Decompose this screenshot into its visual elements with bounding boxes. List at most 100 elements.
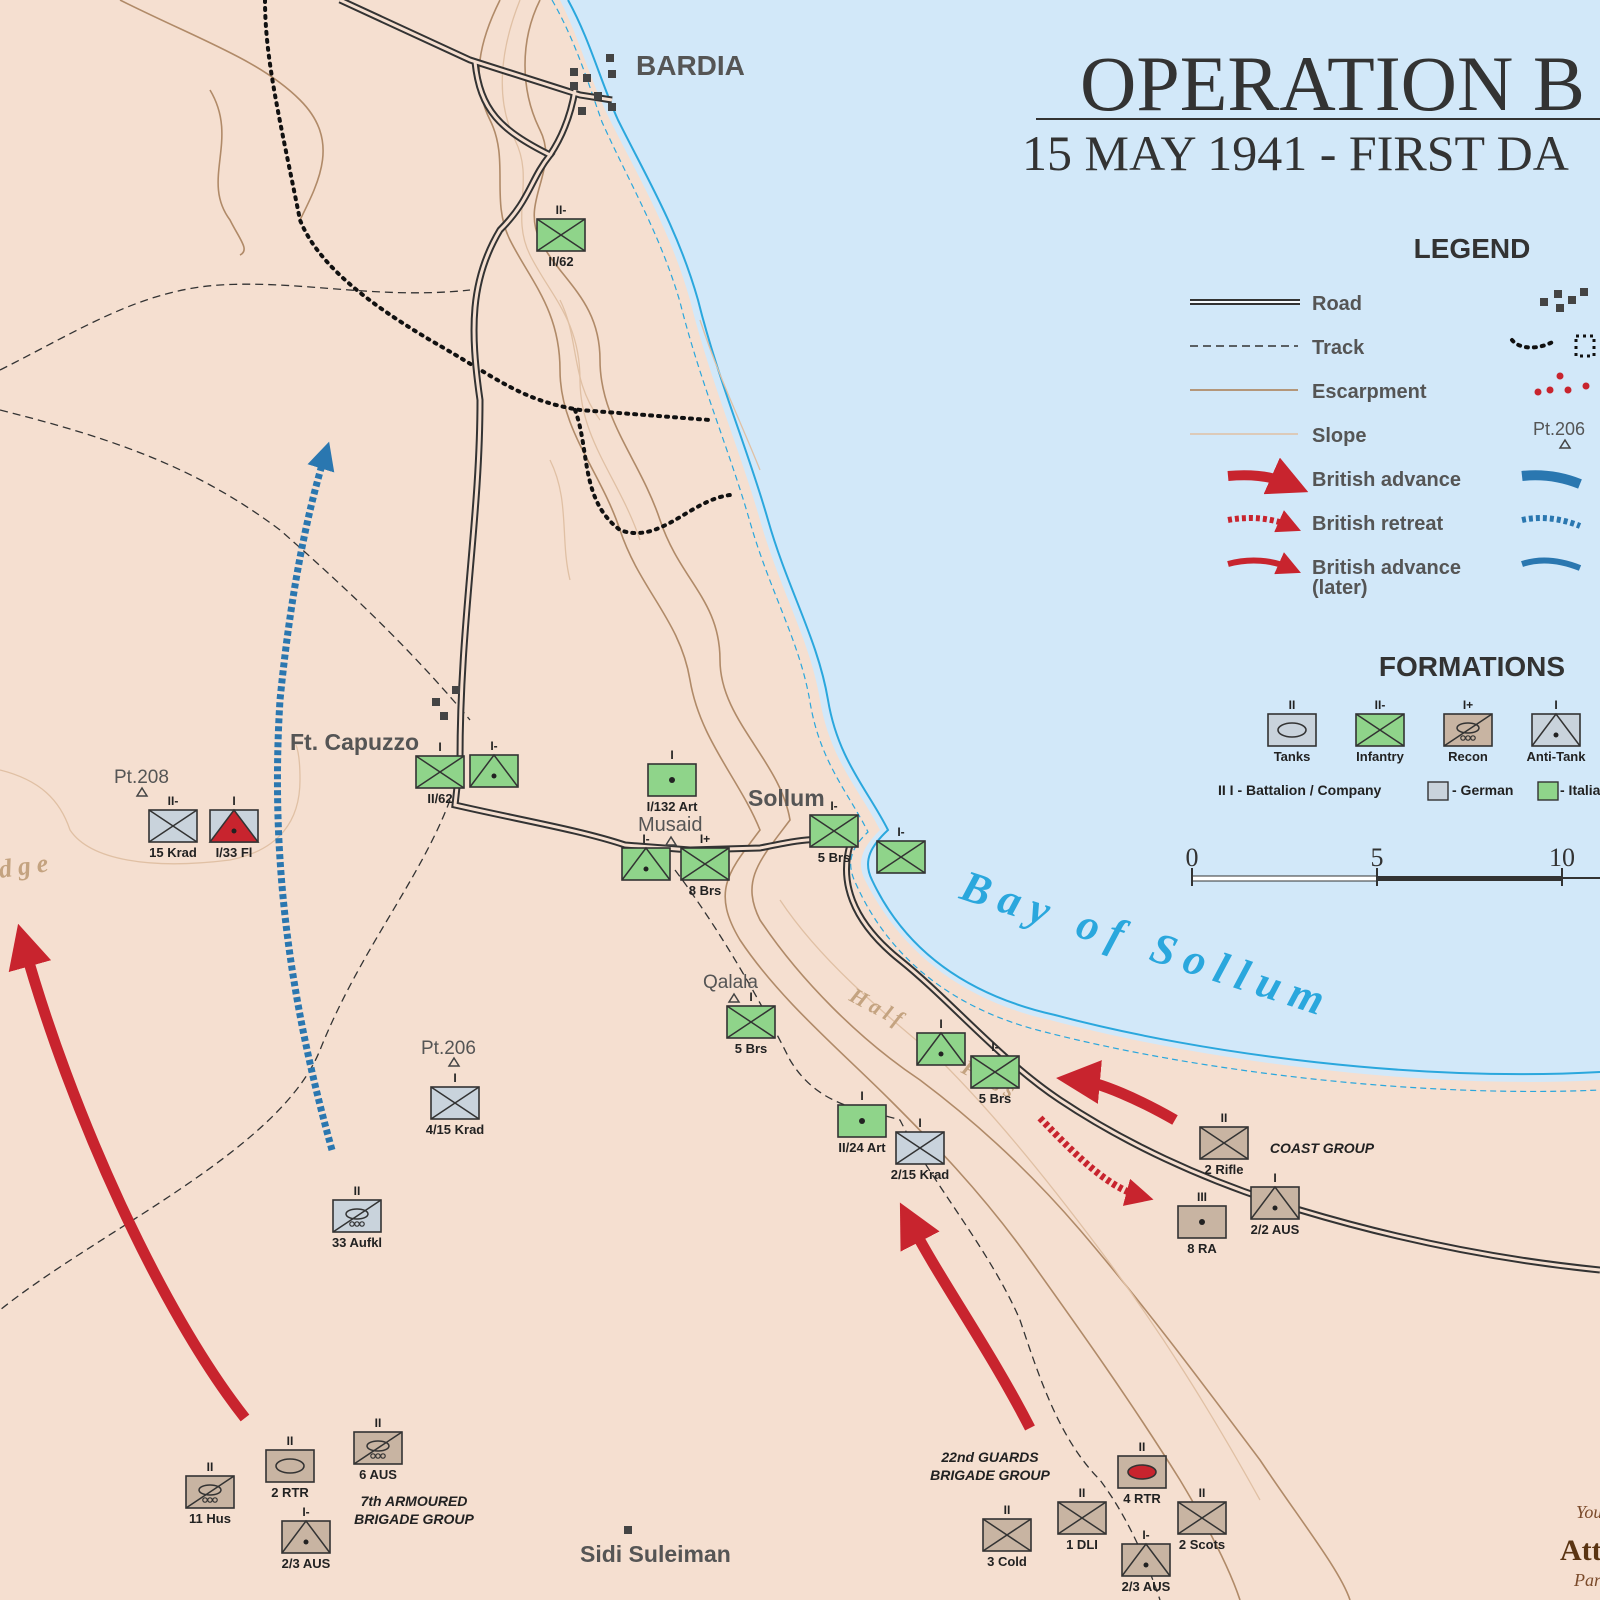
unit-italian-infantry: I+8 Brs [680,832,730,898]
unit-german-flak: II/33 Fl [208,794,260,860]
unit-label: 2 Scots [1179,1537,1225,1552]
guards-group-label-2: BRIGADE GROUP [930,1467,1050,1483]
british-advance-arrow [1056,1060,1178,1125]
place-bardia: BARDIA [636,50,745,81]
place-qalala: Qalala [703,972,758,993]
slopes [0,0,1261,1501]
unit-size-marker: I- [830,799,837,813]
unit-label: Recon [1448,749,1488,764]
unit-british-tanks_red: II4 RTR [1117,1440,1167,1506]
unit-italian-antitank: I- [621,832,671,881]
guards-group-label-1: 22nd GUARDS [940,1449,1039,1465]
unit-british-infantry: II3 Cold [982,1503,1032,1569]
armoured-group-label-2: BRIGADE GROUP [354,1511,474,1527]
unit-size-marker: II- [1375,698,1386,712]
unit-label: 4/15 Krad [426,1122,485,1137]
unit-british-antitank: I 2/2 AUS [1250,1171,1300,1237]
unit-british-tanks: II 2 RTR [265,1434,315,1500]
unit-label: 15 Krad [149,845,197,860]
unit-label: 2 RTR [271,1485,309,1500]
map-title: OPERATION B [1080,40,1585,127]
unit-german-infantry: I 4/15 Krad [426,1071,485,1137]
scale-tick-0: 0 [1186,843,1199,872]
unit-label: 5 Brs [818,850,851,865]
unit-size-marker: I [438,740,441,754]
credit-line-2: Att [1560,1534,1600,1567]
unit-label: 2 Rifle [1204,1162,1243,1177]
coastline [567,0,1600,1076]
unit-label: 1 DLI [1066,1537,1098,1552]
unit-size-marker: I [939,1017,942,1031]
unit-label: 2/2 AUS [1251,1222,1300,1237]
sea-area [560,0,1600,1082]
unit-label: Tanks [1274,749,1311,764]
unit-italian-artillery: III/24 Art [837,1089,887,1155]
unit-size-marker: I- [642,832,649,846]
legend-escarpment: Escarpment [1312,381,1427,403]
unit-label: 6 AUS [359,1467,397,1482]
unit-label: 5 Brs [979,1091,1012,1106]
unit-label: II/24 Art [838,1140,886,1155]
unit-size-marker: II [1139,1440,1146,1454]
unit-size-marker: II [1289,698,1296,712]
point-206: Pt.206 [421,1038,476,1059]
legend-british-advance-later: British advance [1312,557,1461,579]
unit-size-marker: II [207,1460,214,1474]
unit-size-marker: II [1079,1486,1086,1500]
unit-size-marker: II- [168,794,179,808]
unit-german-infantry: II- 15 Krad [148,794,198,860]
formation-tanks: II Tanks [1267,698,1317,764]
unit-italian-infantry: II-II/62 [536,203,586,269]
unit-british-recon: II6 AUS [353,1416,403,1482]
unit-british-antitank: I-2/3 AUS [1121,1528,1171,1594]
unit-label: 3 Cold [987,1554,1027,1569]
unit-british-recon: II 11 Hus [185,1460,235,1526]
scale-tick-5: 5 [1371,843,1384,872]
unit-size-marker: I [749,990,752,1004]
key-german: - German [1452,782,1513,798]
unit-size-marker: I [453,1071,456,1085]
coastline-dashed [551,0,1600,1093]
key-italian: - Italia [1560,782,1600,798]
unit-label: Anti-Tank [1527,749,1587,764]
unit-label: 8 RA [1187,1241,1217,1256]
unit-british-infantry: II2 Rifle [1199,1111,1249,1177]
unit-label: 11 Hus [189,1511,231,1526]
unit-italian-antitank: I [916,1017,966,1066]
unit-label: I/132 Art [647,799,698,814]
key-sizes: II I - Battalion / Company [1218,782,1382,798]
legend-road: Road [1312,293,1362,315]
unit-size-marker: I- [490,739,497,753]
unit-label: Infantry [1356,749,1404,764]
unit-size-marker: I+ [700,832,710,846]
unit-italian-infantry: I- 5 Brs [809,799,859,865]
british-advance-arrow [899,1202,1035,1431]
british-advance-arrows [8,923,1178,1431]
unit-british-infantry: II 1 DLI [1057,1486,1107,1552]
place-sollum: Sollum [748,785,825,811]
formations-heading: FORMATIONS [1379,651,1565,682]
legend-later-note: (later) [1312,577,1368,599]
unit-size-marker: II [354,1184,361,1198]
unit-size-marker: I [1554,698,1557,712]
british-advance-arrow [8,923,250,1422]
formation-antitank: I Anti-Tank [1527,698,1587,764]
unit-size-marker: I- [302,1505,309,1519]
armoured-group-label-1: 7th ARMOURED [361,1493,468,1509]
place-musaid: Musaid [638,814,702,836]
unit-size-marker: I+ [1463,698,1473,712]
unit-italian-infantry: I-5 Brs [970,1040,1020,1106]
unit-size-marker: II [287,1434,294,1448]
unit-italian-artillery: II/132 Art [647,748,698,814]
unit-british-antitank: I- 2/3 AUS [281,1505,331,1571]
unit-size-marker: I [1273,1171,1276,1185]
unit-label: 2/3 AUS [282,1556,331,1571]
unit-label: II/62 [427,791,452,806]
map-subtitle: 15 MAY 1941 - FIRST DA [1022,125,1569,181]
axis-retreat-arrow [273,441,336,1151]
unit-italian-antitank: I- [469,739,519,788]
legend-british-retreat: British retreat [1312,513,1443,535]
